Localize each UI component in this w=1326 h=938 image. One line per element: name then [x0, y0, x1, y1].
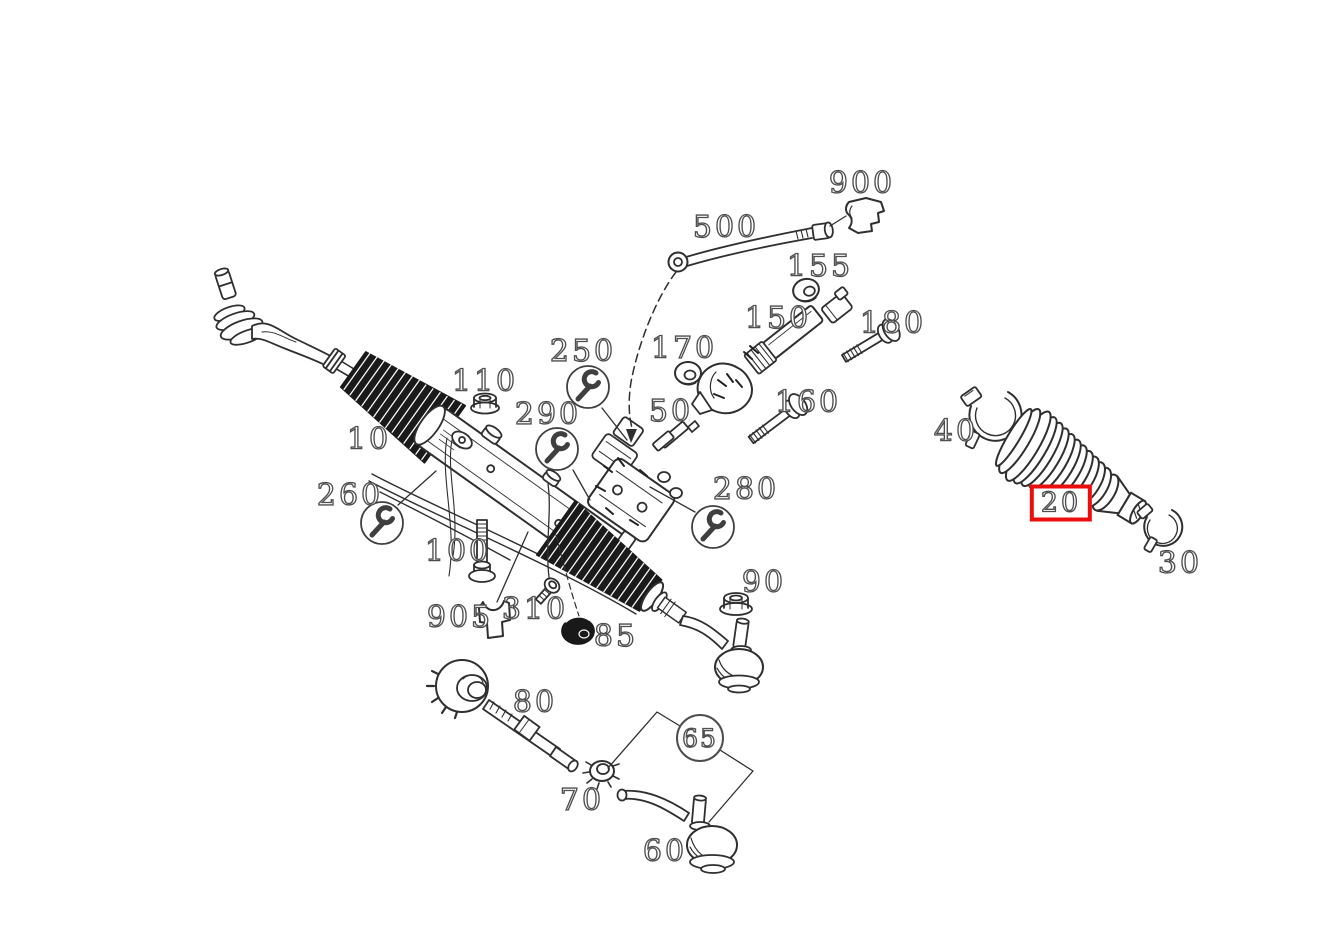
part-label-10[interactable]: 10	[346, 422, 392, 457]
part-label-260[interactable]: 260	[316, 478, 384, 513]
breather-cable	[444, 437, 456, 577]
bracket-50	[652, 420, 700, 452]
part-label-30[interactable]: 30	[1157, 546, 1203, 581]
bolt-100	[468, 519, 496, 583]
part-label-40[interactable]: 40	[933, 414, 979, 449]
inner-tie-rod-80	[425, 659, 579, 773]
screw-310	[534, 577, 561, 605]
part-label-90[interactable]: 90	[741, 565, 787, 600]
part-label-110[interactable]: 110	[451, 364, 519, 399]
part-label-85[interactable]: 85	[593, 619, 639, 654]
part-label-80[interactable]: 80	[512, 685, 558, 720]
plug-85	[555, 534, 595, 645]
part-label-70[interactable]: 70	[559, 783, 605, 818]
leader-lines	[397, 215, 847, 823]
part-label-900[interactable]: 900	[828, 166, 896, 201]
housing-mount-ear	[451, 430, 473, 450]
left-tie-rod-end	[213, 267, 337, 370]
part-label-170[interactable]: 170	[650, 331, 718, 366]
flange-nut-90	[719, 592, 753, 616]
part-label-250[interactable]: 250	[549, 334, 617, 369]
part-label-155[interactable]: 155	[786, 249, 854, 284]
part-label-290[interactable]: 290	[514, 397, 582, 432]
hose-routing-line	[626, 271, 677, 443]
part-label-50[interactable]: 50	[648, 394, 694, 429]
part-label-280[interactable]: 280	[712, 472, 780, 507]
part-label-500[interactable]: 500	[692, 210, 760, 245]
part-label-65[interactable]: 65	[676, 714, 724, 762]
right-bellows	[535, 500, 688, 624]
part-label-160[interactable]: 160	[774, 385, 842, 420]
grommet-155	[792, 277, 820, 303]
coupling-900	[845, 197, 885, 234]
right-tie-rod-end	[679, 615, 764, 694]
valve-unit	[587, 416, 683, 543]
part-label-180[interactable]: 180	[859, 306, 927, 341]
steering-gear-10	[213, 267, 764, 694]
clamp-30	[1136, 503, 1184, 553]
intermediate-shaft-150	[691, 286, 853, 415]
flange-nut-110	[470, 392, 500, 415]
tie-rod-end-60	[616, 788, 738, 874]
marker-905	[478, 600, 511, 639]
lock-nut-70	[582, 760, 620, 790]
grommet-170	[674, 361, 702, 386]
hose-500	[667, 221, 834, 273]
wrench-icon-290	[536, 428, 578, 470]
part-label-150[interactable]: 150	[744, 301, 812, 336]
bolt-180	[841, 318, 901, 363]
part-label-20-highlighted[interactable]: 20	[1029, 484, 1093, 522]
part-label-310[interactable]: 310	[501, 592, 569, 627]
bolt-160	[747, 393, 809, 445]
part-label-905[interactable]: 905	[426, 600, 494, 635]
part-label-60[interactable]: 60	[642, 834, 688, 869]
arrowhead-icon	[626, 429, 637, 443]
part-label-100[interactable]: 100	[424, 534, 492, 569]
wrench-icon-280	[692, 506, 734, 548]
